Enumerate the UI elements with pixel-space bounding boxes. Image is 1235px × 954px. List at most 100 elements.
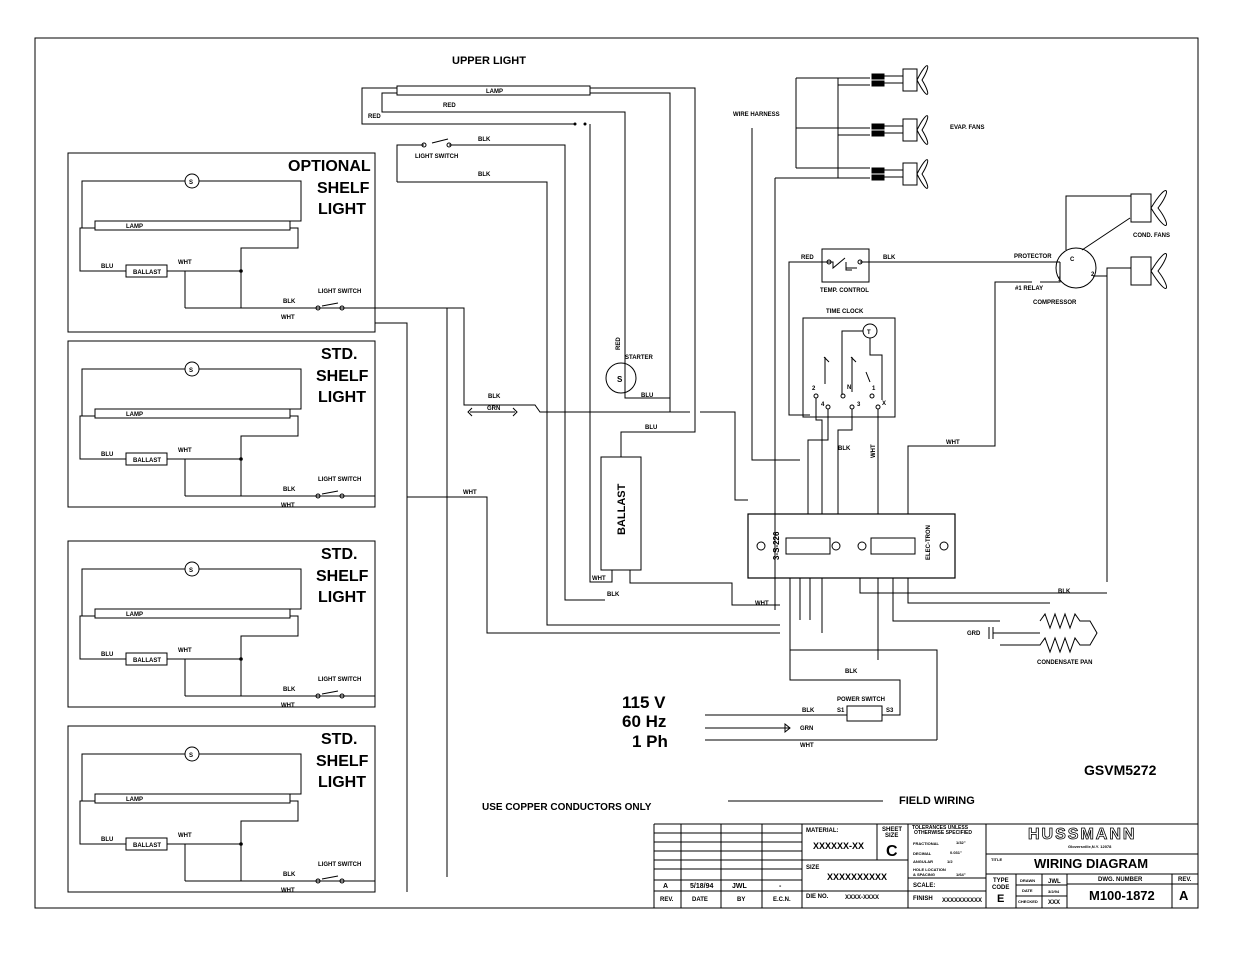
by-value: JWL — [732, 883, 748, 890]
model-number: GSVM5272 — [1084, 762, 1157, 778]
title-block: A 5/18/94 JWL - REV. DATE BY E.C.N. MATE… — [653, 823, 1198, 908]
date-value: 5/18/94 — [690, 883, 713, 890]
s1-label: S1 — [837, 708, 845, 714]
tc-3: 3 — [857, 402, 861, 408]
lamp-label: LAMP — [126, 412, 143, 418]
tc-1: 1 — [872, 386, 876, 392]
starter-blu-label: BLU — [641, 393, 653, 399]
temp-red-label: RED — [801, 255, 814, 261]
evap-fan-1 — [871, 115, 929, 145]
evap-fan-0 — [871, 65, 929, 95]
shelf-lamp — [94, 408, 291, 419]
shelf-title-1: STD. — [321, 731, 357, 748]
rev-label-2: REV. — [1178, 877, 1192, 883]
upper-blk-label-2: BLK — [478, 172, 491, 178]
dec-label: DECIMAL — [913, 851, 932, 856]
dwg-number: M100-1872 — [1089, 888, 1155, 903]
type-label-2: CODE — [992, 885, 1009, 891]
starter-label: STARTER — [625, 355, 654, 361]
date2-value: 3/2/94 — [1048, 889, 1060, 894]
time-clock-label: TIME CLOCK — [826, 309, 864, 315]
date2-label: DATE — [1022, 888, 1033, 893]
comp-wht-label: WHT — [946, 440, 960, 446]
starter-red-label: RED — [616, 337, 622, 350]
ballast-wht-label: WHT — [592, 576, 606, 582]
tc-x: X — [882, 401, 886, 407]
ecn-header: E.C.N. — [773, 897, 791, 903]
shelf-light-3: STD.SHELFLIGHTSLAMPBALLASTBLUWHTBLKLIGHT… — [67, 725, 376, 894]
frac-value: 1/32" — [956, 840, 966, 845]
scale-label: SCALE: — [913, 883, 935, 889]
upper-light-circuit: UPPER LIGHT LAMP RED RED BLK LIGHT SWITC… — [361, 55, 780, 626]
company-logo: HUSSMANN — [1028, 826, 1136, 843]
shelf-box — [67, 152, 376, 333]
shelf-title-3: LIGHT — [318, 589, 366, 606]
die-value: XXXX-XXXX — [845, 895, 879, 901]
terminal-block — [747, 513, 956, 579]
evap-fans-label: EVAP. FANS — [950, 125, 984, 131]
power-wht: WHT — [800, 743, 814, 749]
ballast-label: BALLAST — [133, 658, 161, 664]
shelf-light-group: OPTIONAL SHELF LIGHT S LAMP BALLAST BLU WHT BLK L… — [67, 152, 376, 894]
material-value: XXXXXX-XX — [813, 841, 864, 851]
by-header: BY — [737, 897, 745, 903]
ballast-box — [125, 652, 168, 666]
shelf-lamp — [94, 793, 291, 804]
hole-label-1: HOLE LOCATION — [913, 867, 946, 872]
upper-light-title: UPPER LIGHT — [452, 55, 526, 67]
rev-header: REV. — [660, 897, 674, 903]
starter-s-label: S — [189, 568, 193, 574]
cond-fans-label-1: COND. FANS — [1133, 233, 1170, 239]
ballast-blk-label: BLK — [607, 592, 620, 598]
clock-blk-label: BLK — [838, 446, 851, 452]
compressor-label: COMPRESSOR — [1033, 300, 1077, 306]
ballast-label: BALLAST — [133, 843, 161, 849]
wire-harness-label: WIRE HARNESS — [733, 112, 780, 118]
copper-note: USE COPPER CONDUCTORS ONLY — [482, 802, 652, 813]
wht2-label: WHT — [281, 888, 295, 894]
shelf-title-3: LIGHT — [318, 201, 366, 218]
evap-fan-group — [871, 65, 929, 189]
blk-label: BLK — [283, 487, 296, 493]
power-switch-label: POWER SWITCH — [837, 697, 885, 703]
condensate-pan-label: CONDENSATE PAN — [1037, 660, 1092, 666]
drawing-title: WIRING DIAGRAM — [1034, 856, 1148, 871]
light-switch-label: LIGHT SWITCH — [318, 477, 361, 483]
finish-label: FINISH — [913, 896, 933, 902]
phase-label: 1 Ph — [632, 732, 668, 751]
lamp-label: LAMP — [126, 224, 143, 230]
shelf-title-1: OPTIONAL — [288, 158, 371, 175]
tc-2: 2 — [812, 386, 816, 392]
lamp-label: LAMP — [126, 612, 143, 618]
evap-fan-2 — [871, 159, 929, 189]
tolerance-label-1: TOLERANCES UNLESS — [912, 825, 969, 831]
upper-red-label-2: RED — [368, 114, 381, 120]
terminal-label: 3-S-226 — [772, 531, 781, 560]
frequency-label: 60 Hz — [622, 712, 666, 731]
type-label-1: TYPE — [993, 878, 1009, 884]
blu-label: BLU — [101, 452, 113, 458]
ballast-box — [125, 837, 168, 851]
title-label: TITLE — [991, 857, 1002, 862]
power-switch — [846, 705, 883, 722]
company-address: Gloversville,N.Y. 12078 — [1068, 844, 1112, 849]
rev-value: A — [663, 883, 668, 890]
mid-wht3-label: WHT — [755, 601, 769, 607]
time-clock-t: T — [867, 330, 871, 336]
mid-blk-label: BLK — [488, 394, 501, 400]
shelf-title-2: SHELF — [316, 368, 369, 385]
upper-light-switch-label: LIGHT SWITCH — [415, 154, 458, 160]
frac-label: FRACTIONAL — [913, 841, 940, 846]
voltage-label: 115 V — [622, 693, 666, 712]
terminal-blk-label: BLK — [1058, 589, 1071, 595]
ballast-box — [125, 264, 168, 278]
sheet-size-label-2: SIZE — [885, 833, 898, 839]
ballast-label: BALLAST — [133, 458, 161, 464]
blu-label: BLU — [101, 652, 113, 658]
starter-s-label: S — [189, 753, 193, 759]
wht2-label: WHT — [281, 703, 295, 709]
shelf-title-2: SHELF — [316, 753, 369, 770]
shelf-light-2: STD.SHELFLIGHTSLAMPBALLASTBLUWHTBLKLIGHT… — [67, 540, 376, 709]
